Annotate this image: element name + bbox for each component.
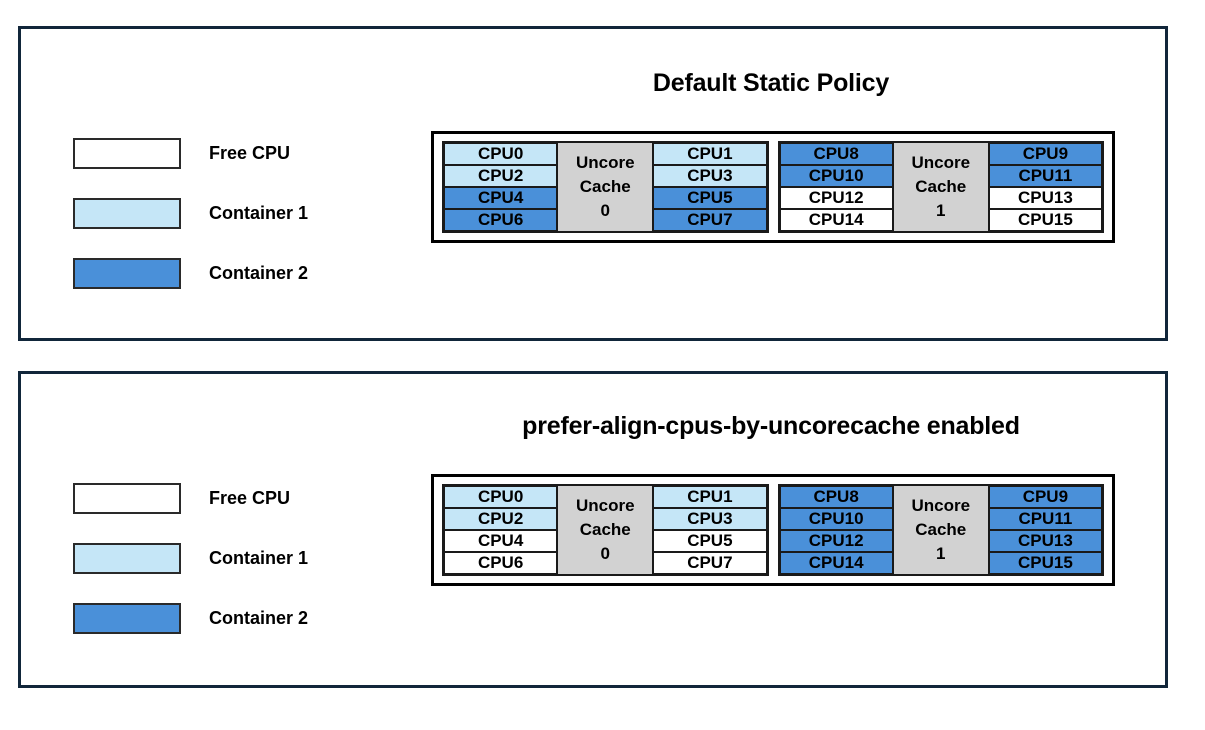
cpu-cell: CPU11 [988, 165, 1102, 187]
cpu-column-right: CPU9 CPU11 CPU13 CPU15 [988, 486, 1102, 574]
legend-swatch-free-cpu [73, 482, 181, 514]
legend-item-free-cpu: Free CPU [73, 123, 308, 183]
uncore-cache-index: 0 [600, 201, 610, 221]
cpu-column-right: CPU1 CPU3 CPU5 CPU7 [653, 486, 767, 574]
cpu-cell: CPU4 [444, 187, 558, 209]
cache-group-1: CPU8 CPU10 CPU12 CPU14 Uncore Cache 1 CP… [777, 141, 1104, 233]
legend-swatch-container-2 [73, 602, 181, 634]
uncore-cache-label-line1: Uncore [575, 495, 635, 515]
uncore-cache-label-line2: Cache [915, 176, 967, 196]
cpu-cell: CPU10 [779, 165, 893, 187]
cpu-cell: CPU0 [444, 486, 558, 508]
cache-group-1: CPU8 CPU10 CPU12 CPU14 Uncore Cache 1 CP… [777, 484, 1104, 576]
legend-item-container-2: Container 2 [73, 243, 308, 303]
cpu-topology-diagram: CPU0 CPU2 CPU4 CPU6 Uncore Cache 0 CPU1 … [431, 474, 1115, 586]
cpu-cell: CPU13 [988, 187, 1102, 209]
uncore-cache-index: 1 [936, 544, 946, 564]
cache-group-0: CPU0 CPU2 CPU4 CPU6 Uncore Cache 0 CPU1 … [442, 484, 769, 576]
uncore-cache-box: Uncore Cache 0 [557, 486, 654, 574]
cpu-column-left: CPU8 CPU10 CPU12 CPU14 [779, 143, 893, 231]
legend-label-free-cpu: Free CPU [209, 142, 291, 163]
legend-label-container-1: Container 1 [209, 547, 309, 568]
cpu-cell: CPU10 [779, 508, 893, 530]
cpu-cell: CPU5 [653, 530, 767, 552]
cpu-cell: CPU7 [653, 552, 767, 574]
cpu-cell: CPU2 [444, 508, 558, 530]
uncore-cache-box: Uncore Cache 1 [892, 143, 989, 231]
legend-swatch-container-1 [73, 197, 181, 229]
panel-default-static-policy: Default Static Policy Free CPU Container… [18, 26, 1168, 341]
legend-swatch-free-cpu [73, 137, 181, 169]
cpu-cell: CPU8 [779, 486, 893, 508]
uncore-cache-label-line2: Cache [579, 176, 631, 196]
cpu-cell: CPU3 [653, 508, 767, 530]
cpu-column-right: CPU9 CPU11 CPU13 CPU15 [988, 143, 1102, 231]
uncore-cache-label-line1: Uncore [911, 152, 971, 172]
legend-label-container-2: Container 2 [209, 607, 309, 628]
panel-prefer-align-enabled: prefer-align-cpus-by-uncorecache enabled… [18, 371, 1168, 688]
cache-group-0: CPU0 CPU2 CPU4 CPU6 Uncore Cache 0 CPU1 … [442, 141, 769, 233]
cpu-cell: CPU2 [444, 165, 558, 187]
uncore-cache-box: Uncore Cache 1 [892, 486, 989, 574]
uncore-cache-label-line2: Cache [915, 519, 967, 539]
cpu-cell: CPU6 [444, 552, 558, 574]
page-title: Default Static Policy [652, 69, 890, 97]
cpu-cell: CPU6 [444, 209, 558, 231]
cpu-cell: CPU14 [779, 552, 893, 574]
legend-label-container-2: Container 2 [209, 262, 309, 283]
legend-swatch-container-1 [73, 542, 181, 574]
cpu-cell: CPU1 [653, 143, 767, 165]
cpu-column-left: CPU8 CPU10 CPU12 CPU14 [779, 486, 893, 574]
legend-item-container-1: Container 1 [73, 183, 308, 243]
uncore-cache-index: 0 [600, 544, 610, 564]
uncore-cache-index: 1 [936, 201, 946, 221]
legend: Free CPU Container 1 Container 2 [73, 468, 308, 648]
cpu-cell: CPU7 [653, 209, 767, 231]
legend-item-free-cpu: Free CPU [73, 468, 308, 528]
cpu-cell: CPU12 [779, 187, 893, 209]
legend: Free CPU Container 1 Container 2 [73, 123, 308, 303]
legend-item-container-1: Container 1 [73, 528, 308, 588]
cpu-cell: CPU1 [653, 486, 767, 508]
cpu-cell: CPU15 [988, 209, 1102, 231]
uncore-cache-box: Uncore Cache 0 [557, 143, 654, 231]
cpu-cell: CPU11 [988, 508, 1102, 530]
cpu-cell: CPU5 [653, 187, 767, 209]
legend-item-container-2: Container 2 [73, 588, 308, 648]
page-title: prefer-align-cpus-by-uncorecache enabled [522, 412, 1020, 440]
cpu-cell: CPU4 [444, 530, 558, 552]
cpu-cell: CPU15 [988, 552, 1102, 574]
cpu-column-right: CPU1 CPU3 CPU5 CPU7 [653, 143, 767, 231]
cpu-cell: CPU13 [988, 530, 1102, 552]
uncore-cache-label-line2: Cache [579, 519, 631, 539]
legend-label-container-1: Container 1 [209, 202, 309, 223]
cpu-topology-diagram: CPU0 CPU2 CPU4 CPU6 Uncore Cache 0 CPU1 … [431, 131, 1115, 243]
cpu-cell: CPU14 [779, 209, 893, 231]
cpu-column-left: CPU0 CPU2 CPU4 CPU6 [444, 486, 558, 574]
uncore-cache-label-line1: Uncore [575, 152, 635, 172]
uncore-cache-label-line1: Uncore [911, 495, 971, 515]
cpu-column-left: CPU0 CPU2 CPU4 CPU6 [444, 143, 558, 231]
cpu-cell: CPU9 [988, 143, 1102, 165]
legend-swatch-container-2 [73, 257, 181, 289]
cpu-cell: CPU8 [779, 143, 893, 165]
cpu-cell: CPU12 [779, 530, 893, 552]
cpu-cell: CPU0 [444, 143, 558, 165]
legend-label-free-cpu: Free CPU [209, 487, 291, 508]
cpu-cell: CPU9 [988, 486, 1102, 508]
cpu-cell: CPU3 [653, 165, 767, 187]
